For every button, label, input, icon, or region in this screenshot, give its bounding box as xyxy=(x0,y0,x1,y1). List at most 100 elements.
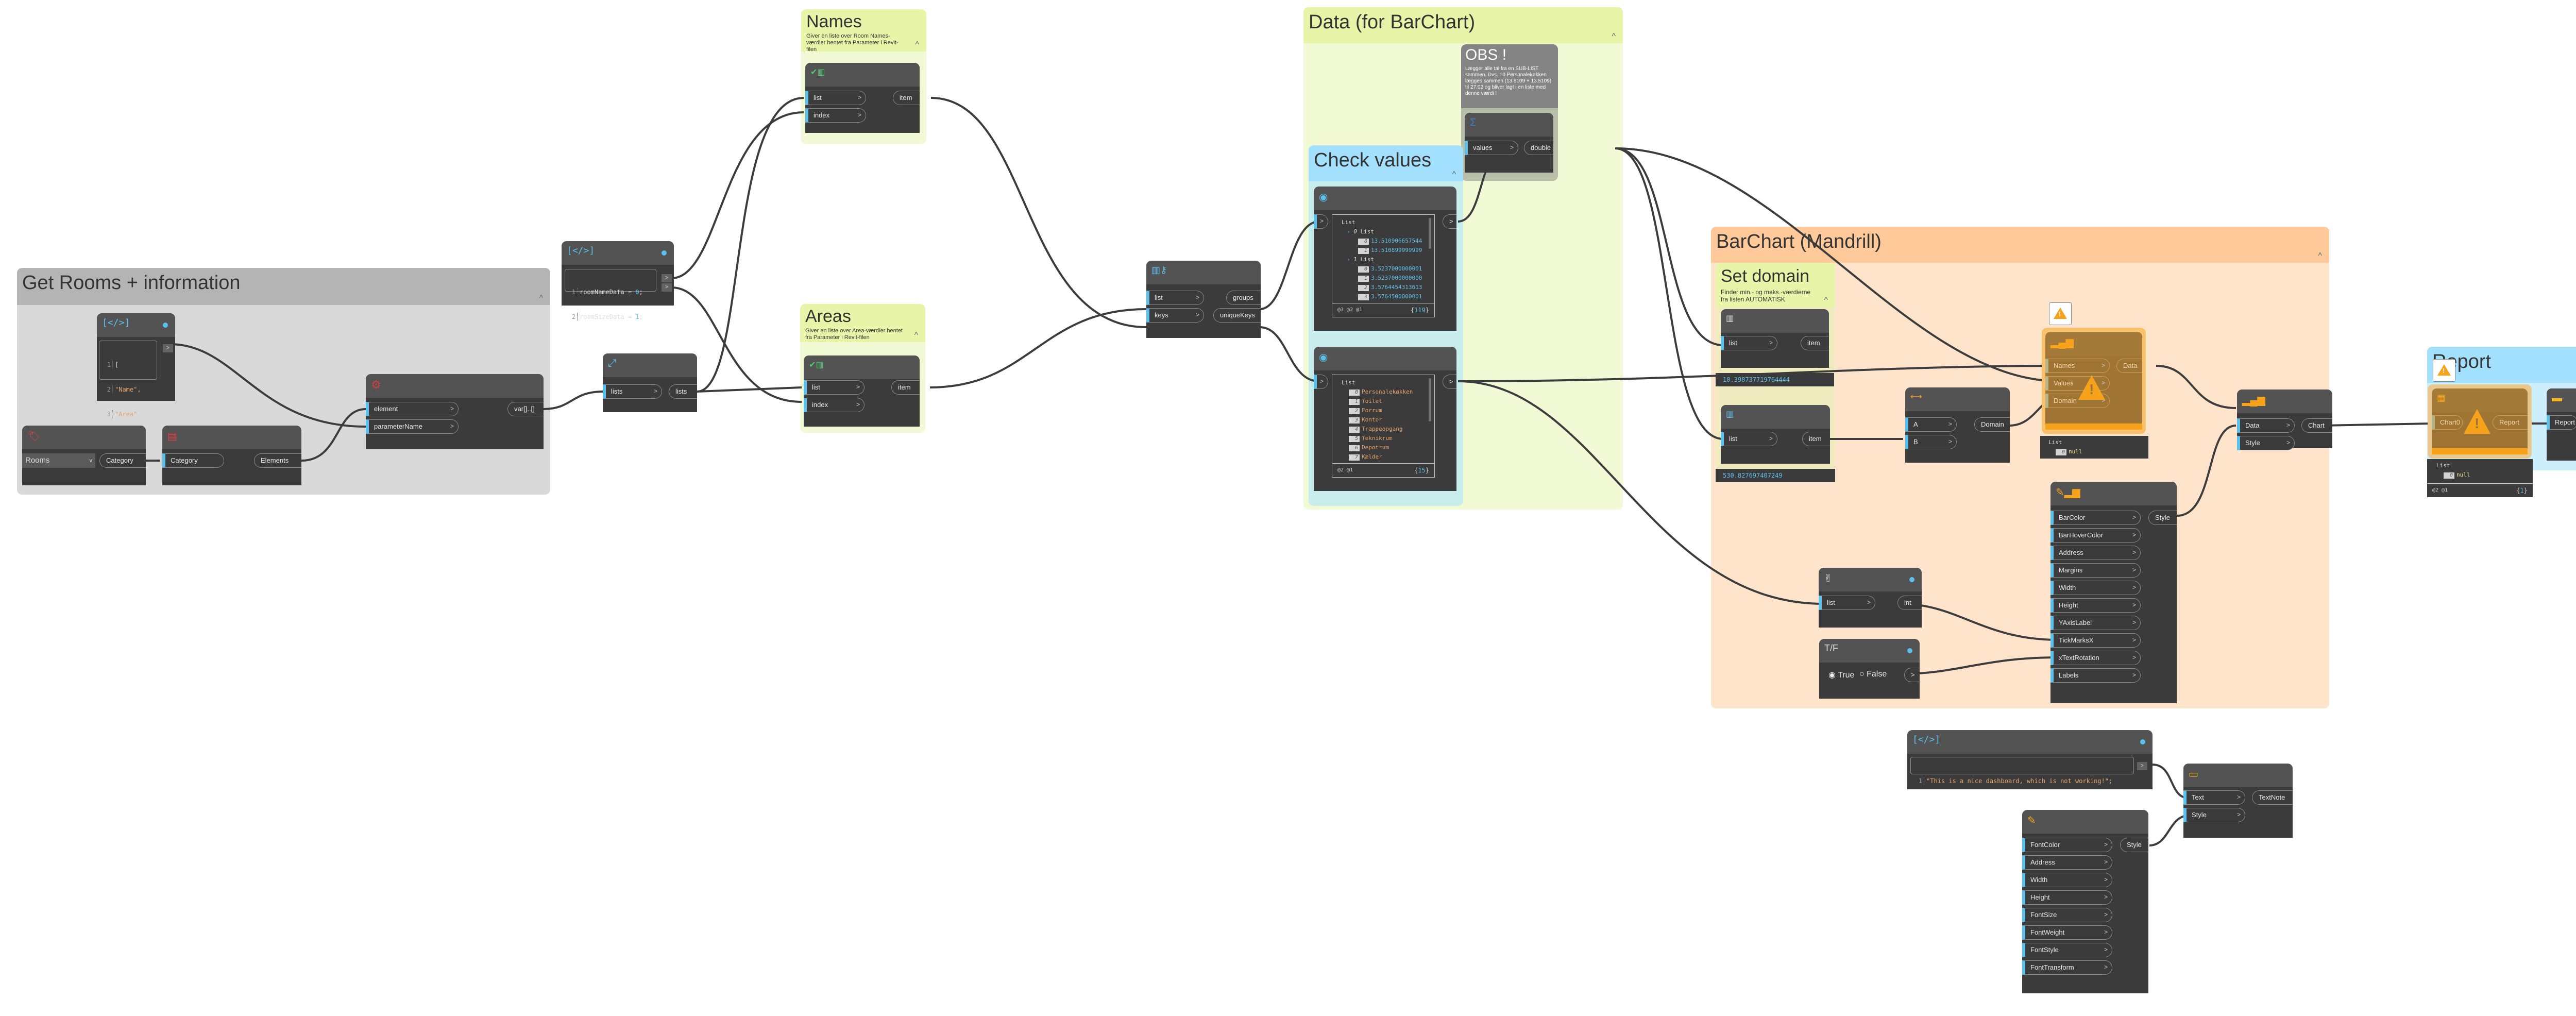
input-port-category[interactable]: Category xyxy=(162,453,224,468)
input-port-values[interactable]: values> xyxy=(1465,141,1518,155)
input-port-address[interactable]: Address> xyxy=(2050,546,2141,560)
output-port-style[interactable]: Style xyxy=(2148,511,2177,525)
input-port-list[interactable]: list> xyxy=(804,380,865,395)
input-port-style[interactable]: Style> xyxy=(2183,808,2245,822)
collapse-icon[interactable]: ^ xyxy=(2318,251,2322,260)
barchart-style-node[interactable]: ✎▂▆ BarColor> BarHoverColor> Address> Ma… xyxy=(2050,482,2177,703)
input-port-height[interactable]: Height> xyxy=(2022,890,2112,905)
all-elements-of-category-node[interactable]: ▤ Category Elements xyxy=(162,426,301,485)
input-port-barcolor[interactable]: BarColor> xyxy=(2050,511,2141,525)
count-node[interactable]: ✌ list> int xyxy=(1819,568,1922,628)
input-port-fontcolor[interactable]: FontColor> xyxy=(2022,838,2112,852)
input-port-width[interactable]: Width> xyxy=(2022,873,2112,887)
output-port-data[interactable]: Data xyxy=(2116,359,2142,373)
scrollbar[interactable] xyxy=(1429,218,1431,249)
input-port-index[interactable]: index> xyxy=(804,398,865,412)
input-port-list[interactable]: list> xyxy=(1146,291,1204,305)
radio-false[interactable]: ○ False xyxy=(1859,670,1887,679)
input-port-fontsize[interactable]: FontSize> xyxy=(2022,908,2112,922)
output-port-report[interactable]: Report xyxy=(2493,415,2528,430)
math-sum-node[interactable]: Σ values> double xyxy=(1465,113,1553,173)
input-port-height[interactable]: Height> xyxy=(2050,598,2141,613)
output-port-category[interactable]: Category xyxy=(99,453,146,468)
warning-tooltip[interactable]: ! xyxy=(2433,359,2455,382)
input-port-fonttransform[interactable]: FontTransform> xyxy=(2022,960,2112,975)
output-port[interactable]: > xyxy=(1443,375,1456,389)
output-port-textnote[interactable]: TextNote xyxy=(2252,790,2293,805)
code-editor[interactable]: 1[ 2"Name", 3"Area" 4]; xyxy=(99,341,157,443)
output-port[interactable]: > xyxy=(163,344,173,352)
collapse-icon[interactable]: ^ xyxy=(915,40,919,49)
input-port-width[interactable]: Width> xyxy=(2050,581,2141,595)
collapse-icon[interactable]: ^ xyxy=(1612,32,1616,41)
group-by-key-node[interactable]: ▥⚷ list> keys> groups uniqueKeys xyxy=(1146,261,1261,338)
transpose-node[interactable]: ⤢ lists> lists xyxy=(603,353,697,412)
output-port-elements[interactable]: Elements xyxy=(254,453,301,468)
input-port-b[interactable]: B> xyxy=(1905,435,1957,449)
output-port-domain[interactable]: Domain xyxy=(1974,417,2010,432)
output-port[interactable]: > xyxy=(1443,214,1456,229)
output-port-int[interactable]: int xyxy=(1897,596,1922,610)
output-port-item[interactable]: item xyxy=(1802,432,1830,446)
input-port[interactable]: > xyxy=(1314,375,1328,389)
input-port-fontstyle[interactable]: FontStyle> xyxy=(2022,943,2112,957)
radio-true[interactable]: ◉ True xyxy=(1828,671,1855,680)
input-port-fontweight[interactable]: FontWeight> xyxy=(2022,925,2112,940)
tree-sublist[interactable]: › 1 List xyxy=(1347,256,1374,263)
collapse-icon[interactable]: ^ xyxy=(1824,296,1828,304)
input-port-list[interactable]: list> xyxy=(805,91,866,105)
last-item-node[interactable]: ▥ list> item xyxy=(1721,405,1830,464)
input-port-tickmarksx[interactable]: TickMarksX> xyxy=(2050,633,2141,648)
input-port-data[interactable]: Data> xyxy=(2237,418,2295,433)
output-port-lists[interactable]: lists xyxy=(669,384,697,399)
input-port-labels[interactable]: Labels> xyxy=(2050,668,2141,683)
collapse-icon[interactable]: ^ xyxy=(1452,170,1456,179)
input-port-parametername[interactable]: parameterName> xyxy=(366,419,459,434)
output-port[interactable]: > xyxy=(2137,762,2147,770)
input-port-list[interactable]: list> xyxy=(1721,432,1777,446)
collapse-icon[interactable]: ^ xyxy=(539,294,543,302)
warning-tooltip[interactable]: ! xyxy=(2049,302,2072,325)
barchart-data-node[interactable]: ▂▄▆ Names> Values> Domain> Data ! xyxy=(2045,332,2142,430)
code-editor[interactable]: 1"This is a nice dashboard, which is not… xyxy=(1910,757,2134,785)
output-port[interactable]: > xyxy=(1904,668,1920,682)
barchart-node[interactable]: ▂▄▆ Data> Style> Chart xyxy=(2237,390,2332,450)
get-item-at-index-areas[interactable]: ✔▥ list> index> item xyxy=(804,355,920,427)
input-port-style[interactable]: Style> xyxy=(2237,436,2295,450)
launch-window-node[interactable]: ▬ Report Launch Window xyxy=(2547,388,2576,461)
get-item-at-index-names[interactable]: ✔▥ list> index> item xyxy=(805,63,920,133)
input-port-margins[interactable]: Margins> xyxy=(2050,563,2141,578)
domain-node[interactable]: ⟷ A> B> Domain xyxy=(1905,387,2010,463)
output-port-chart[interactable]: Chart xyxy=(2301,418,2332,433)
create-report-node[interactable]: ▦ Chart0 Report ! xyxy=(2432,388,2528,454)
input-port-element[interactable]: element> xyxy=(366,402,459,416)
output-port-item[interactable]: item xyxy=(891,380,920,395)
input-port-address[interactable]: Address> xyxy=(2022,855,2112,870)
text-style-node[interactable]: ✎ FontColor> Address> Width> Height> Fon… xyxy=(2022,810,2148,993)
input-port-text[interactable]: Text> xyxy=(2183,790,2245,805)
textnote-node[interactable]: ▭ Text> Style> TextNote xyxy=(2183,764,2293,838)
get-parameter-value-node[interactable]: ⚙ element> parameterName> var[]..[] xyxy=(366,374,544,449)
input-port-chart0[interactable]: Chart0 xyxy=(2432,415,2463,430)
input-port-list[interactable]: list> xyxy=(1721,336,1777,350)
scrollbar[interactable] xyxy=(1429,378,1431,421)
output-port-style[interactable]: Style xyxy=(2120,838,2148,852)
input-port-index[interactable]: index> xyxy=(805,108,866,123)
input-port[interactable]: > xyxy=(1314,214,1328,229)
input-port-list[interactable]: list> xyxy=(1819,596,1875,610)
output-port-roomnamedata[interactable]: > xyxy=(662,274,672,282)
collapse-icon[interactable]: ^ xyxy=(914,331,918,340)
input-port-xtextrotation[interactable]: xTextRotation> xyxy=(2050,651,2141,665)
input-port-keys[interactable]: keys> xyxy=(1146,308,1204,323)
input-port-lists[interactable]: lists> xyxy=(603,384,662,399)
input-port-barhovercolor[interactable]: BarHoverColor> xyxy=(2050,528,2141,543)
output-port-item[interactable]: item xyxy=(893,91,920,105)
code-block-text[interactable]: [</>] 1"This is a nice dashboard, which … xyxy=(1907,730,2153,789)
output-port-uniquekeys[interactable]: uniqueKeys xyxy=(1213,308,1261,323)
